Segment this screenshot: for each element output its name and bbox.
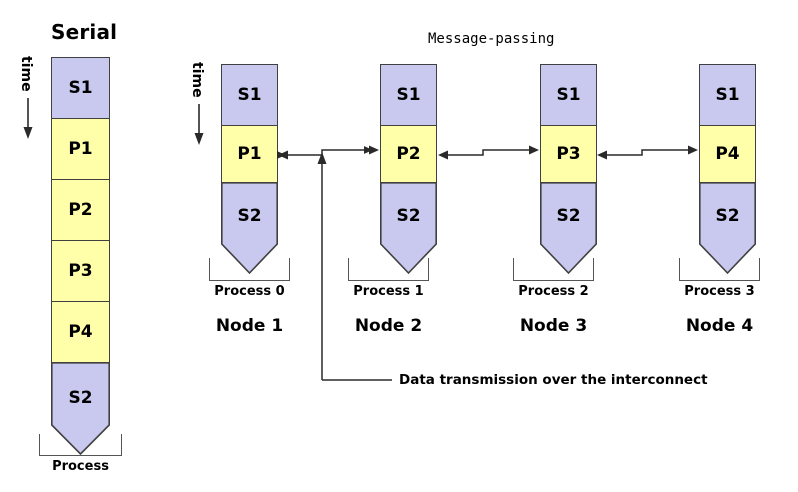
mp-column-2: S1 P3 S2: [540, 64, 598, 275]
mp-col3-block-p4: P4: [699, 125, 756, 183]
mp-column-3: S1 P4 S2: [699, 64, 757, 275]
mp-col3-process-caption: Process 3: [684, 284, 755, 299]
interconnect-callout-label: Data transmission over the interconnect: [399, 372, 708, 388]
mp-column-1: S1 P2 S2: [380, 64, 438, 275]
mp-col2-bracket: [513, 258, 594, 281]
mp-col0-bracket: [209, 258, 290, 281]
mp-col0-node-caption: Node 1: [215, 316, 284, 336]
message-passing-title: Message-passing: [428, 31, 555, 47]
mp-col3-block-s1: S1: [699, 64, 756, 126]
mp-col3-node-caption: Node 4: [685, 316, 754, 336]
mp-col2-block-s2: S2: [540, 182, 598, 275]
mp-col2-node-caption: Node 3: [519, 316, 588, 336]
mp-col1-block-s2-label: S2: [396, 206, 421, 226]
serial-title: Serial: [51, 20, 118, 44]
mp-col1-block-s2: S2: [380, 182, 438, 275]
serial-time-label: time: [18, 56, 34, 92]
serial-block-p3: P3: [51, 240, 110, 302]
mp-col1-block-p2: P2: [380, 125, 437, 183]
mp-col3-bracket: [679, 258, 760, 281]
mp-time-arrow-icon: [191, 104, 207, 146]
arrow-p2-p3: [438, 145, 539, 160]
arrow-p3-p4: [597, 145, 698, 160]
serial-block-s2: S2: [51, 362, 111, 456]
mp-col1-bracket: [348, 258, 429, 281]
mp-col0-block-s2: S2: [221, 182, 279, 275]
mp-col1-node-caption: Node 2: [354, 316, 423, 336]
serial-time-arrow-icon: [20, 98, 36, 140]
serial-block-s1: S1: [51, 57, 110, 119]
mp-col0-block-s1: S1: [221, 64, 278, 126]
mp-col1-process-caption: Process 1: [353, 284, 424, 299]
mp-col3-block-s2-label: S2: [715, 206, 740, 226]
serial-process-column: S1 P1 P2 P3 P4 S2: [51, 57, 111, 461]
mp-col2-process-caption: Process 2: [518, 284, 589, 299]
serial-process-caption: Process: [52, 459, 109, 474]
mp-col0-block-p1: P1: [221, 125, 278, 183]
serial-block-s2-label: S2: [68, 388, 93, 408]
mp-col2-block-p3: P3: [540, 125, 597, 183]
mp-col1-block-s1: S1: [380, 64, 437, 126]
arrow-p1-p2: [277, 145, 379, 160]
serial-block-p1: P1: [51, 118, 110, 180]
serial-block-p2: P2: [51, 179, 110, 241]
mp-time-label: time: [189, 62, 205, 98]
mp-column-0: S1 P1 S2: [221, 64, 279, 275]
mp-col2-block-s1: S1: [540, 64, 597, 126]
serial-block-p4: P4: [51, 301, 110, 363]
mp-col3-block-s2: S2: [699, 182, 757, 275]
mp-col0-process-caption: Process 0: [214, 284, 285, 299]
mp-col0-block-s2-label: S2: [237, 206, 262, 226]
mp-col2-block-s2-label: S2: [556, 206, 581, 226]
serial-process-bracket: [39, 434, 122, 456]
